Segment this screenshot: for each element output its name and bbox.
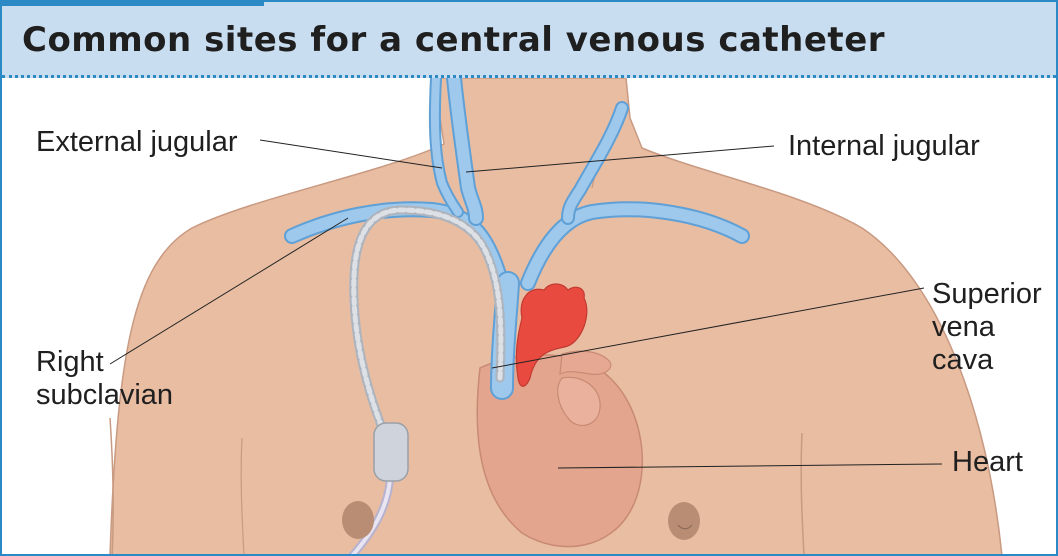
central-venous-catheter — [348, 205, 506, 554]
label-svc-line-2: vena — [932, 311, 995, 343]
label-internal-jugular: Internal jugular — [788, 130, 980, 162]
left-nipple — [668, 502, 700, 540]
left-nipple-detail — [677, 524, 693, 530]
leader-superior-vena-cava — [491, 287, 925, 369]
pulmonary-trunk-shape — [559, 350, 612, 376]
title-tab-accent — [2, 2, 264, 6]
right-atrium-shape — [557, 376, 601, 426]
leader-right-subclavian — [109, 217, 349, 365]
figure-title: Common sites for a central venous cathet… — [22, 20, 886, 60]
anatomy-svg — [109, 70, 1003, 554]
label-right-subclavian-line-1: Right — [36, 346, 104, 378]
left-arm-contour — [800, 432, 805, 554]
anatomy-illustration — [2, 70, 1056, 554]
label-right-subclavian: Right subclavian — [36, 346, 173, 412]
right-arm-contour — [109, 417, 115, 554]
right-nipple — [342, 501, 374, 539]
label-svc-line-1: Superior — [932, 278, 1042, 310]
label-right-subclavian-line-2: subclavian — [36, 379, 174, 411]
title-band: Common sites for a central venous cathet… — [2, 2, 1056, 78]
right-chest-contour — [240, 437, 245, 554]
leader-heart — [557, 463, 943, 469]
label-external-jugular: External jugular — [36, 126, 238, 158]
label-heart: Heart — [952, 446, 1023, 478]
leader-external-jugular — [259, 139, 443, 169]
leader-internal-jugular — [465, 145, 775, 173]
label-svc-line-3: cava — [932, 344, 994, 376]
label-superior-vena-cava: Superior vena cava — [932, 278, 1042, 377]
leader-lines — [109, 139, 943, 469]
catheter-hub — [373, 422, 409, 482]
